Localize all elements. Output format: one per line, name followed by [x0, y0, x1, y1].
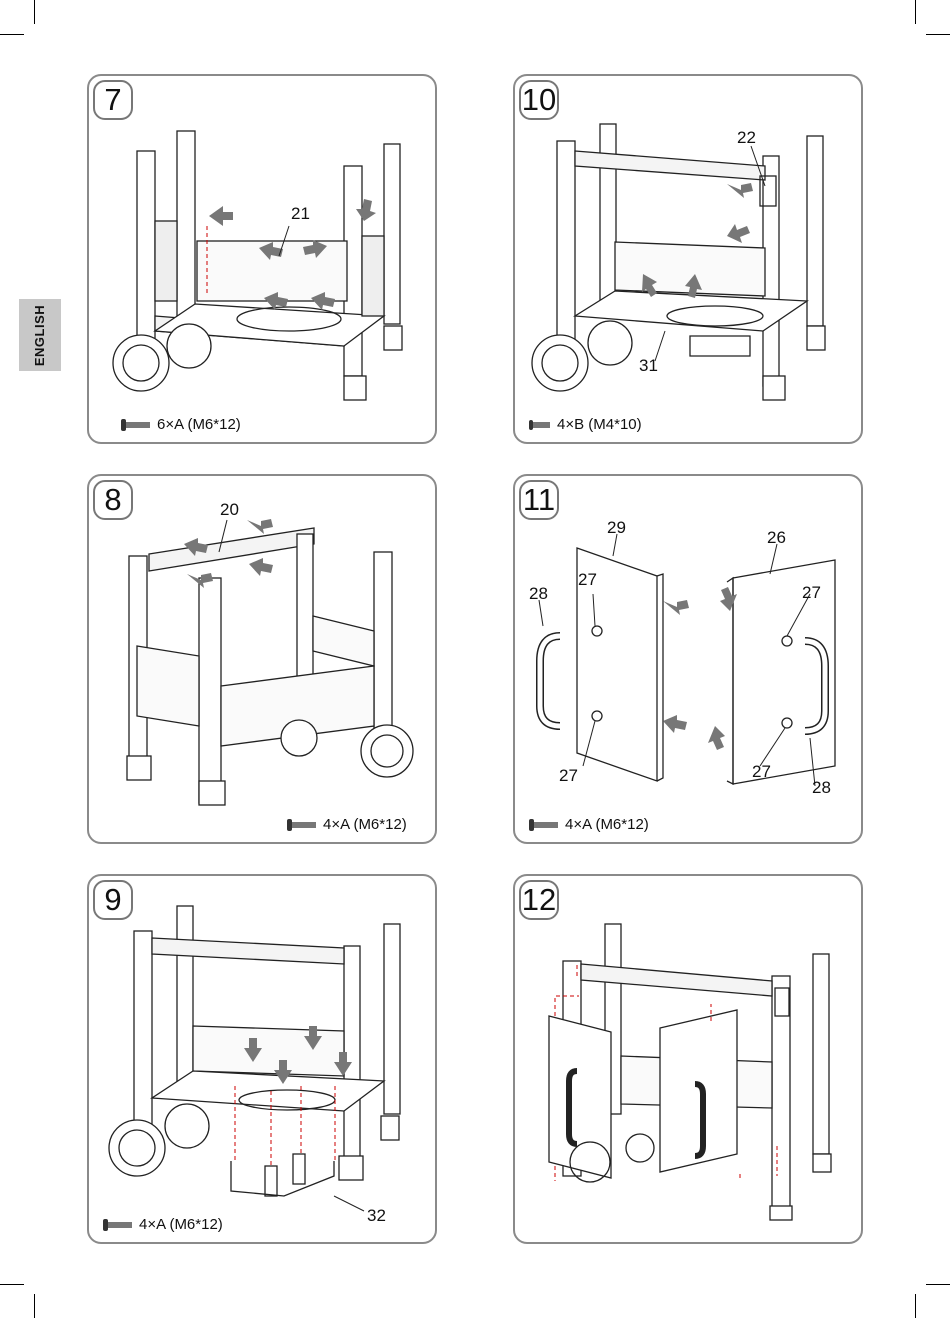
assembly-illustration — [89, 476, 435, 842]
hardware-spec: 4×B (M4*10) — [529, 416, 642, 433]
language-tab: ENGLISH — [19, 299, 61, 371]
crop-mark — [0, 1284, 24, 1285]
hardware-label: 4×A (M6*12) — [139, 1216, 223, 1233]
crop-mark — [915, 0, 916, 24]
hardware-spec: 4×A (M6*12) — [287, 816, 407, 833]
hardware-label: 4×A (M6*12) — [323, 816, 407, 833]
part-callout: 27 — [802, 583, 821, 603]
language-tab-label: ENGLISH — [33, 304, 48, 365]
screw-icon — [287, 818, 317, 832]
hardware-label: 4×B (M4*10) — [557, 416, 642, 433]
hardware-label: 6×A (M6*12) — [157, 416, 241, 433]
part-callout: 28 — [529, 584, 548, 604]
part-callout: 21 — [291, 204, 310, 224]
step-panel-7: 7 21 — [87, 74, 437, 444]
screw-icon — [121, 418, 151, 432]
crop-mark — [926, 1284, 950, 1285]
part-callout: 29 — [607, 518, 626, 538]
crop-mark — [34, 0, 35, 24]
screw-icon — [529, 419, 551, 431]
crop-mark — [34, 1294, 35, 1318]
crop-mark — [0, 34, 24, 35]
assembly-illustration — [89, 876, 435, 1242]
assembly-illustration — [515, 476, 861, 842]
hardware-spec: 4×A (M6*12) — [103, 1216, 223, 1233]
hardware-label: 4×A (M6*12) — [565, 816, 649, 833]
part-callout: 27 — [752, 762, 771, 782]
part-callout: 20 — [220, 500, 239, 520]
assembly-illustration — [89, 76, 435, 442]
screw-icon — [529, 818, 559, 832]
part-callout: 27 — [559, 766, 578, 786]
part-callout: 27 — [578, 570, 597, 590]
step-panel-9: 9 — [87, 874, 437, 1244]
step-panel-12: 12 — [513, 874, 863, 1244]
hardware-spec: 4×A (M6*12) — [529, 816, 649, 833]
part-callout: 32 — [367, 1206, 386, 1226]
step-panel-11: 11 29 — [513, 474, 863, 844]
part-callout: 22 — [737, 128, 756, 148]
assembly-illustration — [515, 76, 861, 442]
crop-mark — [915, 1294, 916, 1318]
part-callout: 28 — [812, 778, 831, 798]
hardware-spec: 6×A (M6*12) — [121, 416, 241, 433]
part-callout: 31 — [639, 356, 658, 376]
step-panel-10: 10 22 31 4×B (M — [513, 74, 863, 444]
screw-icon — [103, 1218, 133, 1232]
assembly-illustration — [515, 876, 861, 1242]
part-callout: 26 — [767, 528, 786, 548]
crop-mark — [926, 34, 950, 35]
step-panel-8: 8 20 4×A (M6*12) — [87, 474, 437, 844]
